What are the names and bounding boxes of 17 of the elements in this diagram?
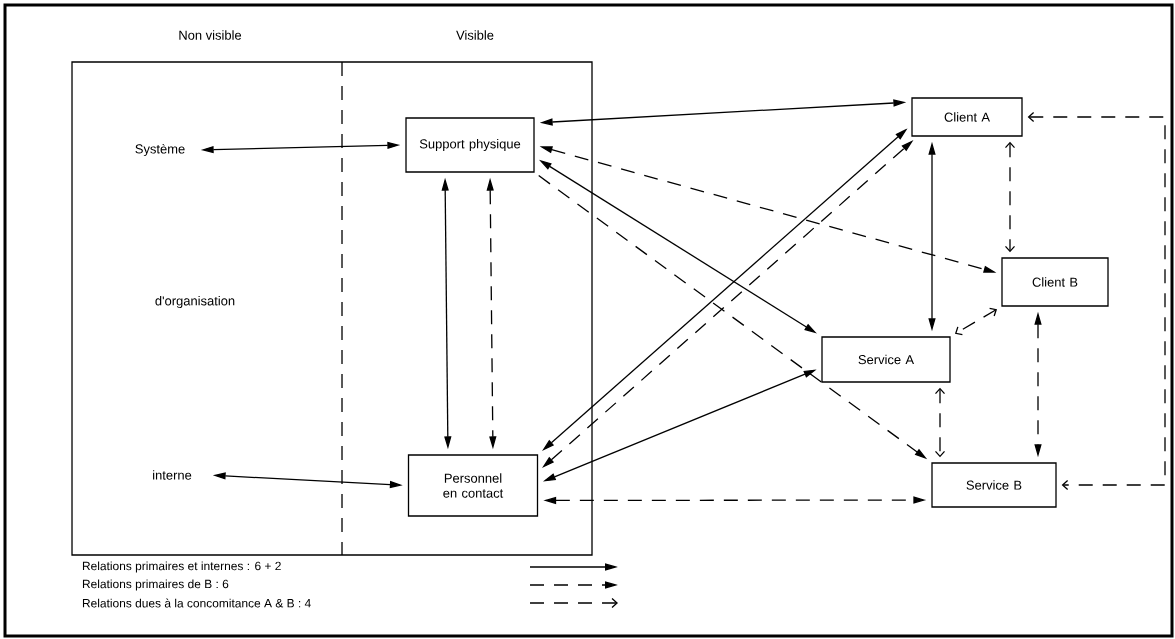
arrow xyxy=(1004,141,1016,253)
process-box: Client B xyxy=(1001,257,1109,307)
arrow xyxy=(934,387,946,458)
column-heading: Non visible xyxy=(179,30,242,40)
legend-text: Relations primaires et internes : 6 + 2 xyxy=(82,561,281,573)
process-box: Client A xyxy=(911,97,1023,137)
row-label: interne xyxy=(153,470,192,480)
column-heading: Visible xyxy=(456,30,494,40)
process-box: Support physique xyxy=(405,117,535,173)
row-label: Système xyxy=(135,143,185,157)
arrow xyxy=(1027,111,1166,491)
process-box: Personnel en contact xyxy=(407,454,539,517)
legend-text: Relations primaires de B : 6 xyxy=(82,579,229,591)
legend-text: Relations dues à la concomitance A & B : 4 xyxy=(82,598,311,608)
process-box: Service B xyxy=(931,462,1057,508)
arrow xyxy=(954,307,998,336)
process-box: Service A xyxy=(821,336,951,383)
